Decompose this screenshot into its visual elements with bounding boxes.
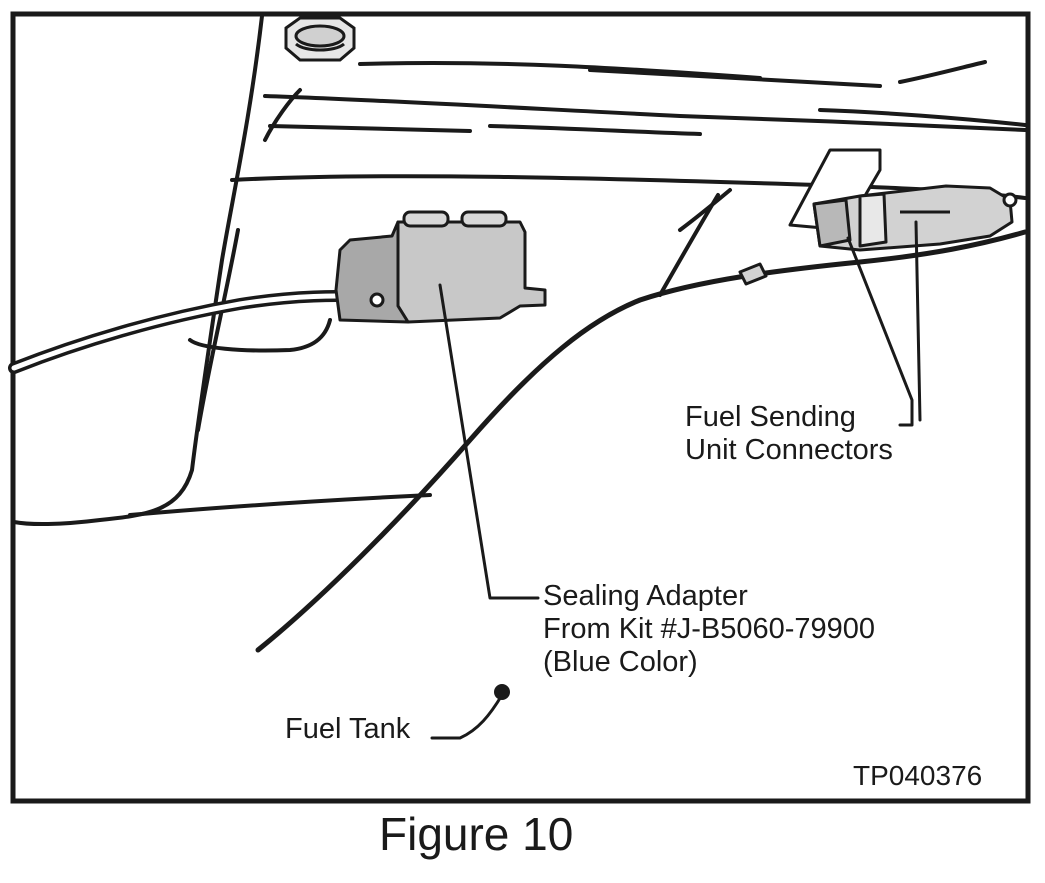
sealing-adapter-line-2: From Kit #J-B5060-79900 bbox=[543, 613, 876, 645]
fuel-tank-label: Fuel Tank bbox=[285, 713, 411, 745]
sealing-adapter-label: Sealing Adapter From Kit #J-B5060-79900 … bbox=[543, 580, 875, 679]
fuel-sending-line-2: Unit Connectors bbox=[685, 434, 893, 466]
fuel-sending-line-1: Fuel Sending bbox=[685, 401, 856, 433]
leader-lines bbox=[430, 220, 922, 740]
fuel-tank-outline bbox=[255, 229, 1028, 653]
fuel-tank-pointer-dot bbox=[494, 684, 510, 700]
figure-caption: Figure 10 bbox=[379, 808, 574, 860]
fuel-sending-connector-icon bbox=[738, 148, 1018, 286]
figure-border bbox=[10, 11, 1031, 804]
fuel-sending-unit-label: Fuel Sending Unit Connectors bbox=[685, 401, 893, 467]
sealing-adapter-icon bbox=[334, 210, 547, 324]
top-nut-icon bbox=[284, 16, 356, 62]
sealing-adapter-line-3: (Blue Color) bbox=[543, 646, 698, 678]
sealing-adapter-line-1: Sealing Adapter bbox=[543, 580, 748, 612]
hose-line bbox=[8, 290, 386, 374]
reference-code: TP040376 bbox=[853, 760, 983, 791]
